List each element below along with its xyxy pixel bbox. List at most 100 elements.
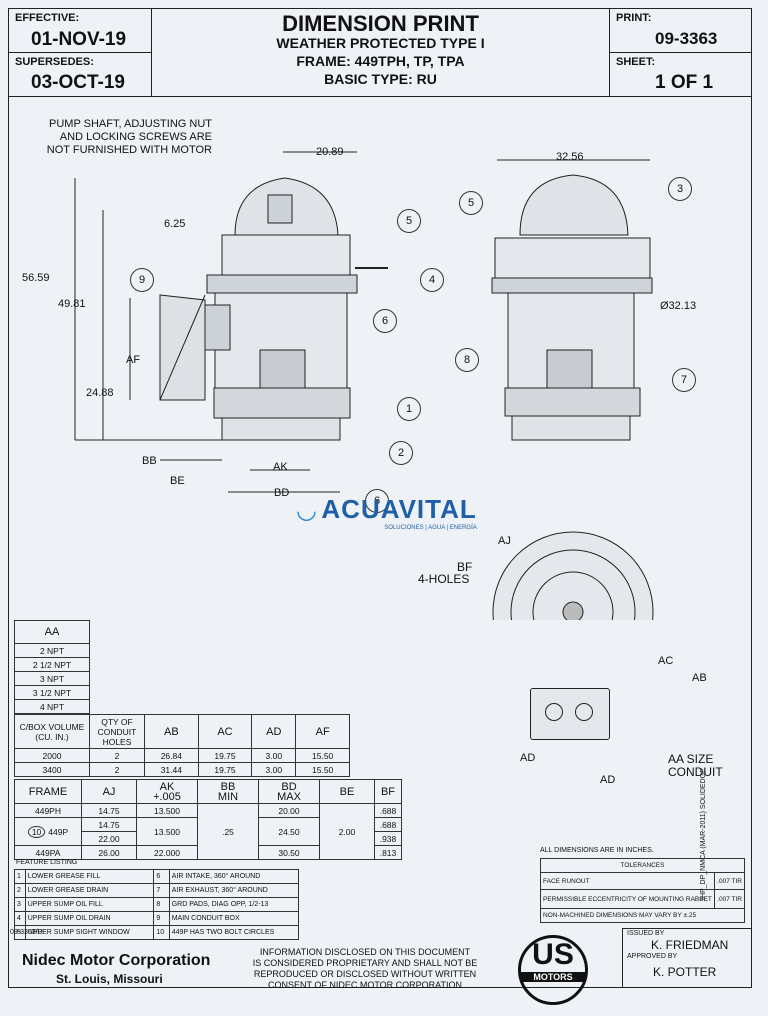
feature-item: LOWER GREASE DRAIN xyxy=(24,883,155,898)
conduit-label: CONDUIT xyxy=(668,765,723,779)
disclaimer-line: REPRODUCED OR DISCLOSED WITHOUT WRITTEN xyxy=(253,969,477,979)
callout-2: 2 xyxy=(389,441,413,465)
feature-item: AIR INTAKE, 360° AROUND xyxy=(168,869,300,884)
company-name: Nidec Motor Corporation xyxy=(22,952,211,969)
disclaimer: INFORMATION DISCLOSED ON THIS DOCUMENT I… xyxy=(230,947,500,991)
frame-header: BE xyxy=(319,779,375,804)
conduit-box-bottom xyxy=(530,688,610,740)
frame-header-ak: AK+.005 xyxy=(136,779,198,804)
cbox-header: AD xyxy=(251,714,297,749)
tolerances-table: TOLERANCES FACE RUNOUT.007 TIR PERMISSIB… xyxy=(539,858,745,923)
dim-20-89: 20.89 xyxy=(316,146,344,158)
disclaimer-line: CONSENT OF NIDEC MOTOR CORPORATION xyxy=(267,980,462,990)
feature-item: UPPER SUMP OIL FILL xyxy=(24,897,155,912)
cbox-cell: 3.00 xyxy=(251,762,297,777)
frame-cell: .813 xyxy=(374,845,402,860)
callout-6: 6 xyxy=(373,309,397,333)
tolerances-title: TOLERANCES xyxy=(540,858,745,873)
approved-label: APPROVED BY xyxy=(627,953,678,960)
cbox-cell: 15.50 xyxy=(295,762,350,777)
callout-5-front: 5 xyxy=(459,191,483,215)
aa-header: AA xyxy=(14,620,90,644)
page-title: DIMENSION PRINT xyxy=(282,11,479,36)
frame-449p: 449P xyxy=(48,826,69,837)
bb-label: BB xyxy=(220,780,236,793)
feature-item: MAIN CONDUIT BOX xyxy=(168,911,300,926)
frame-line: FRAME: 449TPH, TP, TPA xyxy=(296,53,465,69)
cbox-header: QTY OF CONDUIT HOLES xyxy=(89,714,145,749)
bd-label: BD xyxy=(281,780,297,793)
callout-10: 10 xyxy=(27,825,46,838)
frame-cell: 26.00 xyxy=(81,845,137,860)
cbox-cell: 19.75 xyxy=(197,762,253,777)
dim-49-81: 49.81 xyxy=(58,298,86,310)
dim-ak: AK xyxy=(273,461,288,473)
cbox-cell: 2 xyxy=(89,748,145,763)
feature-num: 8 xyxy=(153,897,170,912)
watermark-drop-icon: ◡ xyxy=(296,497,317,524)
dim-bf: BF xyxy=(457,560,473,574)
frame-cell: 22.00 xyxy=(81,831,137,846)
dim-be: BE xyxy=(170,475,185,487)
dim-bb: BB xyxy=(142,455,157,467)
feature-item: AIR EXHAUST, 360° AROUND xyxy=(168,883,300,898)
frame-cell: .688 xyxy=(374,817,402,832)
watermark-logo: ◡ ACUAVITAL SOLUCIONES | AGUA | ENERGÍA xyxy=(296,494,477,531)
dim-32-13: Ø32.13 xyxy=(660,300,697,312)
callout-5: 5 xyxy=(397,209,421,233)
frame-header: FRAME xyxy=(14,779,82,804)
dim-32-56: 32.56 xyxy=(556,151,584,163)
callout-1: 1 xyxy=(397,397,421,421)
feature-item: LOWER GREASE FILL xyxy=(24,869,155,884)
cbox-header: AC xyxy=(197,714,253,749)
frame-cell: 22.000 xyxy=(136,845,198,860)
watermark-tagline: SOLUCIONES | AGUA | ENERGÍA xyxy=(384,525,477,531)
note-line-1: PUMP SHAFT, ADJUSTING NUT xyxy=(49,118,212,130)
frame-header: AJ xyxy=(81,779,137,804)
conduit-hole-right xyxy=(575,703,593,721)
issued-label: ISSUED BY xyxy=(627,930,665,937)
callout-3: 3 xyxy=(668,177,692,201)
disclaimer-line: INFORMATION DISCLOSED ON THIS DOCUMENT xyxy=(259,947,471,957)
aa-row: 3 1/2 NPT xyxy=(14,685,90,700)
ak-label: AK xyxy=(159,780,175,793)
dim-bf-holes: 4-HOLES xyxy=(418,572,470,586)
us-motors-logo: US MOTORS xyxy=(518,935,588,1005)
aa-size-label: AA SIZE xyxy=(668,752,714,766)
dim-ac: AC xyxy=(658,655,674,667)
dimensions-note: ALL DIMENSIONS ARE IN INCHES. xyxy=(540,847,654,854)
aa-size-table: AA 2 NPT 2 1/2 NPT 3 NPT 3 1/2 NPT 4 NPT xyxy=(14,620,90,714)
feature-num: 3 xyxy=(14,897,26,912)
dim-6-25: 6.25 xyxy=(164,218,186,230)
frame-cell: 14.75 xyxy=(81,803,137,818)
dim-ad-right: AD xyxy=(600,774,616,786)
motor-drawings xyxy=(74,151,654,620)
tolerance-value: .007 TIR xyxy=(714,872,745,890)
print-label: PRINT: xyxy=(616,12,652,24)
logo-text: MOTORS xyxy=(521,972,585,982)
frame-cell: .938 xyxy=(374,831,402,846)
frame-cell: 449PA xyxy=(14,845,82,860)
ak-tol: +.005 xyxy=(153,790,181,803)
effective-label: EFFECTIVE: xyxy=(15,12,80,24)
feature-item: UPPER SUMP SIGHT WINDOW xyxy=(24,925,155,940)
callout-8: 8 xyxy=(455,348,479,372)
feature-num: 10 xyxy=(153,925,170,940)
aa-row: 4 NPT xyxy=(14,699,90,714)
callout-7: 7 xyxy=(672,368,696,392)
aa-row: 3 NPT xyxy=(14,671,90,686)
print-number: 09-3363 xyxy=(655,29,718,48)
cbox-header: AF xyxy=(295,714,350,749)
supersedes-date: 03-OCT-19 xyxy=(31,72,125,93)
frame-cell-be: 2.00 xyxy=(319,803,375,860)
feature-item: UPPER SUMP OIL DRAIN xyxy=(24,911,155,926)
callout-6-base: 6 xyxy=(365,489,389,513)
frame-cell: 30.50 xyxy=(258,845,320,860)
aa-row: 2 1/2 NPT xyxy=(14,657,90,672)
watermark-brand: ACUAVITAL xyxy=(321,494,477,524)
feature-num: 9 xyxy=(153,911,170,926)
sheet-value: 1 OF 1 xyxy=(655,72,714,93)
